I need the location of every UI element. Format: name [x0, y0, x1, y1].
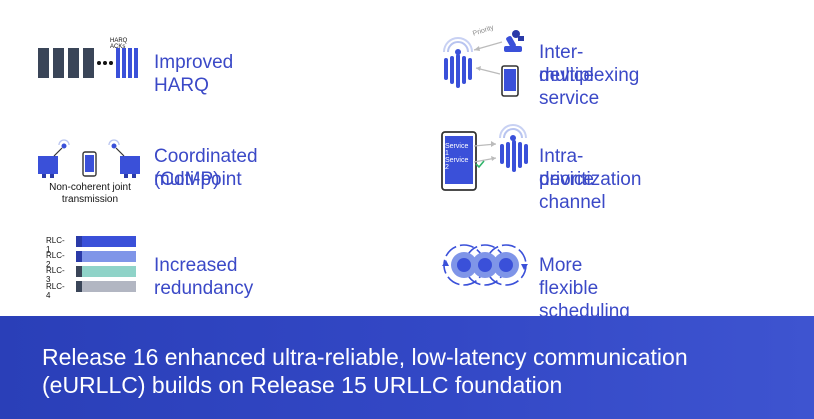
- rlc-bars-icon: [76, 236, 136, 292]
- rlc-4-label: RLC-4: [46, 282, 65, 300]
- rlc-1-label: RLC-1: [46, 236, 65, 254]
- service1-caption: Service 1: [445, 143, 469, 157]
- phone-antenna-icon: [441, 124, 528, 191]
- harq-icon: [38, 48, 138, 78]
- comp-caption-line2: transmission: [61, 194, 119, 205]
- harq-acks-caption: HARQ ACKs: [110, 38, 128, 50]
- footer-line-1: Release 16 enhanced ultra-reliable, low-…: [42, 344, 688, 370]
- harq-label: Improved HARQ: [154, 52, 234, 96]
- comp-caption-line1: Non-coherent joint: [49, 182, 131, 193]
- scheduling-cycle-icon: [442, 244, 528, 286]
- footer-banner: Release 16 enhanced ultra-reliable, low-…: [0, 316, 814, 419]
- comp-label-line1: Coordinated multi-point: [154, 146, 258, 190]
- comp-label-line2: (CoMP): [154, 169, 220, 190]
- footer-line-2: (eURLLC) builds on Release 15 URLLC foun…: [42, 372, 563, 398]
- inter-device-label-line2: multiplexing: [539, 65, 640, 86]
- rlc-3-label: RLC-3: [46, 266, 65, 284]
- inter-device-label-line1: Inter-device service: [539, 42, 600, 109]
- scheduling-label: More flexible scheduling: [539, 255, 630, 322]
- intra-device-label-line2: prioritization: [539, 169, 642, 190]
- redundancy-label: Increased redundancy: [154, 255, 254, 299]
- intra-device-label-line1: Intra-device channel: [539, 146, 606, 213]
- comp-icon: [38, 139, 140, 178]
- service2-caption: Service 2: [445, 157, 469, 171]
- rlc-2-label: RLC-2: [46, 251, 65, 269]
- antenna-robot-phone-icon: [443, 30, 524, 97]
